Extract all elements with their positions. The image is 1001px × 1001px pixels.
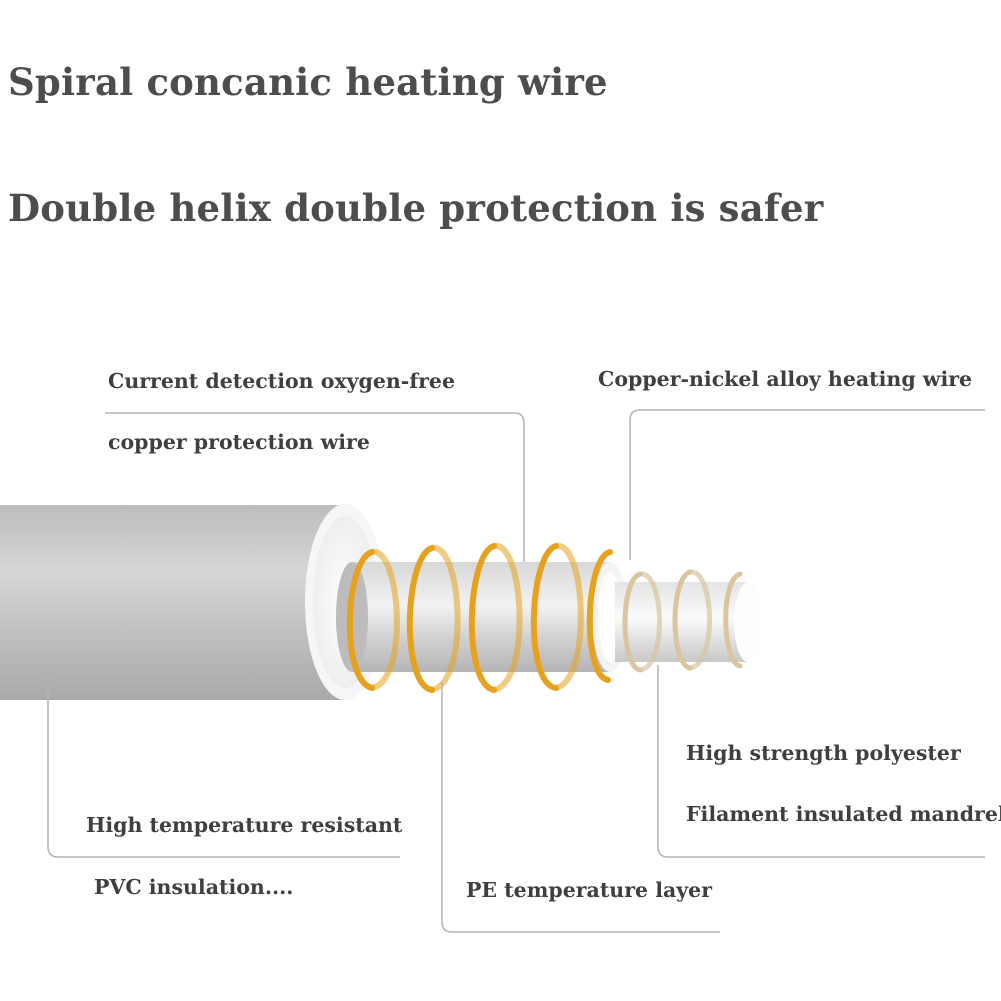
headline-line-1: Spiral concanic heating wire [8, 60, 608, 104]
leader-line-polyester [657, 665, 985, 858]
headline-line-2: Double helix double protection is safer [8, 186, 824, 230]
label-current-detection-line-2: copper protection wire [108, 430, 370, 454]
leader-line-current-detection [105, 412, 525, 562]
polyester-mandrel [615, 582, 762, 662]
leader-line-pe-layer [441, 682, 720, 933]
label-pvc-line-1: High temperature resistant [86, 813, 403, 837]
copper-protection-coil [346, 543, 613, 693]
leader-line-copper-nickel [629, 409, 985, 560]
label-pvc-line-2: PVC insulation.... [94, 875, 294, 899]
label-copper-nickel-alloy: Copper-nickel alloy heating wire [598, 367, 973, 391]
copper-nickel-alloy-coil [622, 569, 743, 673]
leader-line-pvc [47, 650, 400, 858]
label-pe-temperature-layer: PE temperature layer [466, 878, 713, 902]
pvc-outer-sheath [0, 504, 385, 700]
pe-temperature-layer [336, 562, 628, 672]
label-polyester-line-2: Filament insulated mandrel [686, 802, 1001, 826]
label-current-detection-line-1: Current detection oxygen-free [108, 369, 456, 393]
label-polyester-line-1: High strength polyester [686, 741, 961, 765]
